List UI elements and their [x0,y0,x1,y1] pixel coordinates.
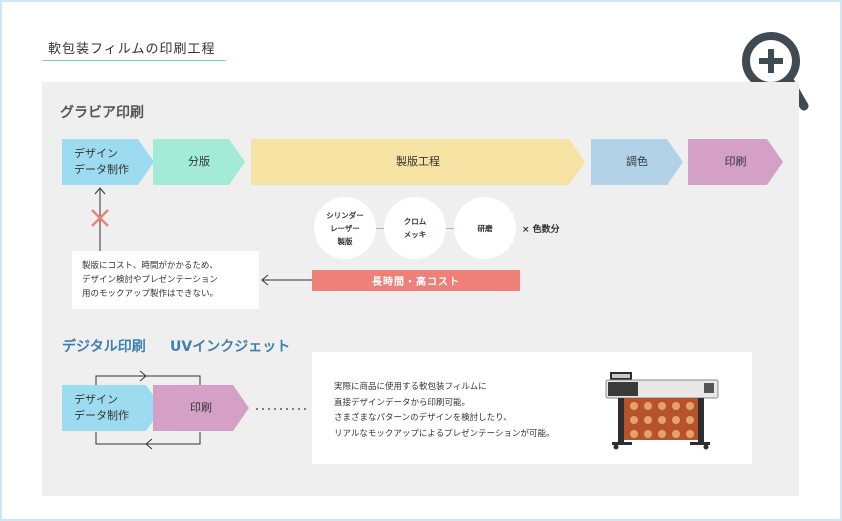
plate-step-cylinder: シリンダー レーザー 製版 [314,197,376,259]
gravure-title: グラビア印刷 [60,105,144,121]
step-color-matching: 調色 [591,139,683,185]
title-underline [42,60,226,61]
step-printing: 印刷 [688,139,783,185]
step-label: デザイン データ制作 [74,147,129,176]
step-label: デザイン データ制作 [74,393,129,422]
step-label: 分版 [188,155,210,168]
plate-step-chrome: クロム メッキ [384,197,446,259]
gravure-note: 製版にコスト、時間がかかるため、 デザイン検討やプレゼンテーション 用のモックア… [72,251,259,309]
step-label: 製版工程 [396,155,440,168]
digital-info-box: 実際に商品に使用する軟包装フィルムに 直接デザインデータから印刷可能。 さまざま… [312,352,752,464]
digital-step-printing: 印刷 [153,385,249,431]
plate-step-polish: 研磨 [454,197,516,259]
times-colors-label: × 色数分 [522,225,560,235]
step-label: 印刷 [190,401,212,414]
step-label: 印刷 [724,155,747,168]
step-label: 調色 [626,155,648,168]
step-design-data: デザイン データ制作 [62,139,154,185]
digital-title: デジタル印刷 [62,339,146,355]
page-title: 軟包装フィルムの印刷工程 [48,42,216,57]
digital-description: 実際に商品に使用する軟包装フィルムに 直接デザインデータから印刷可能。 さまざま… [334,382,555,439]
digital-step-design-data: デザイン データ制作 [62,385,162,431]
step-plate-making: 製版工程 [251,139,585,185]
cross-icon [90,208,110,228]
digital-subtitle: UVインクジェット [170,339,291,355]
printer-image [604,368,722,450]
step-separation: 分版 [153,139,245,185]
cost-bar: 長時間・高コスト [312,270,520,291]
